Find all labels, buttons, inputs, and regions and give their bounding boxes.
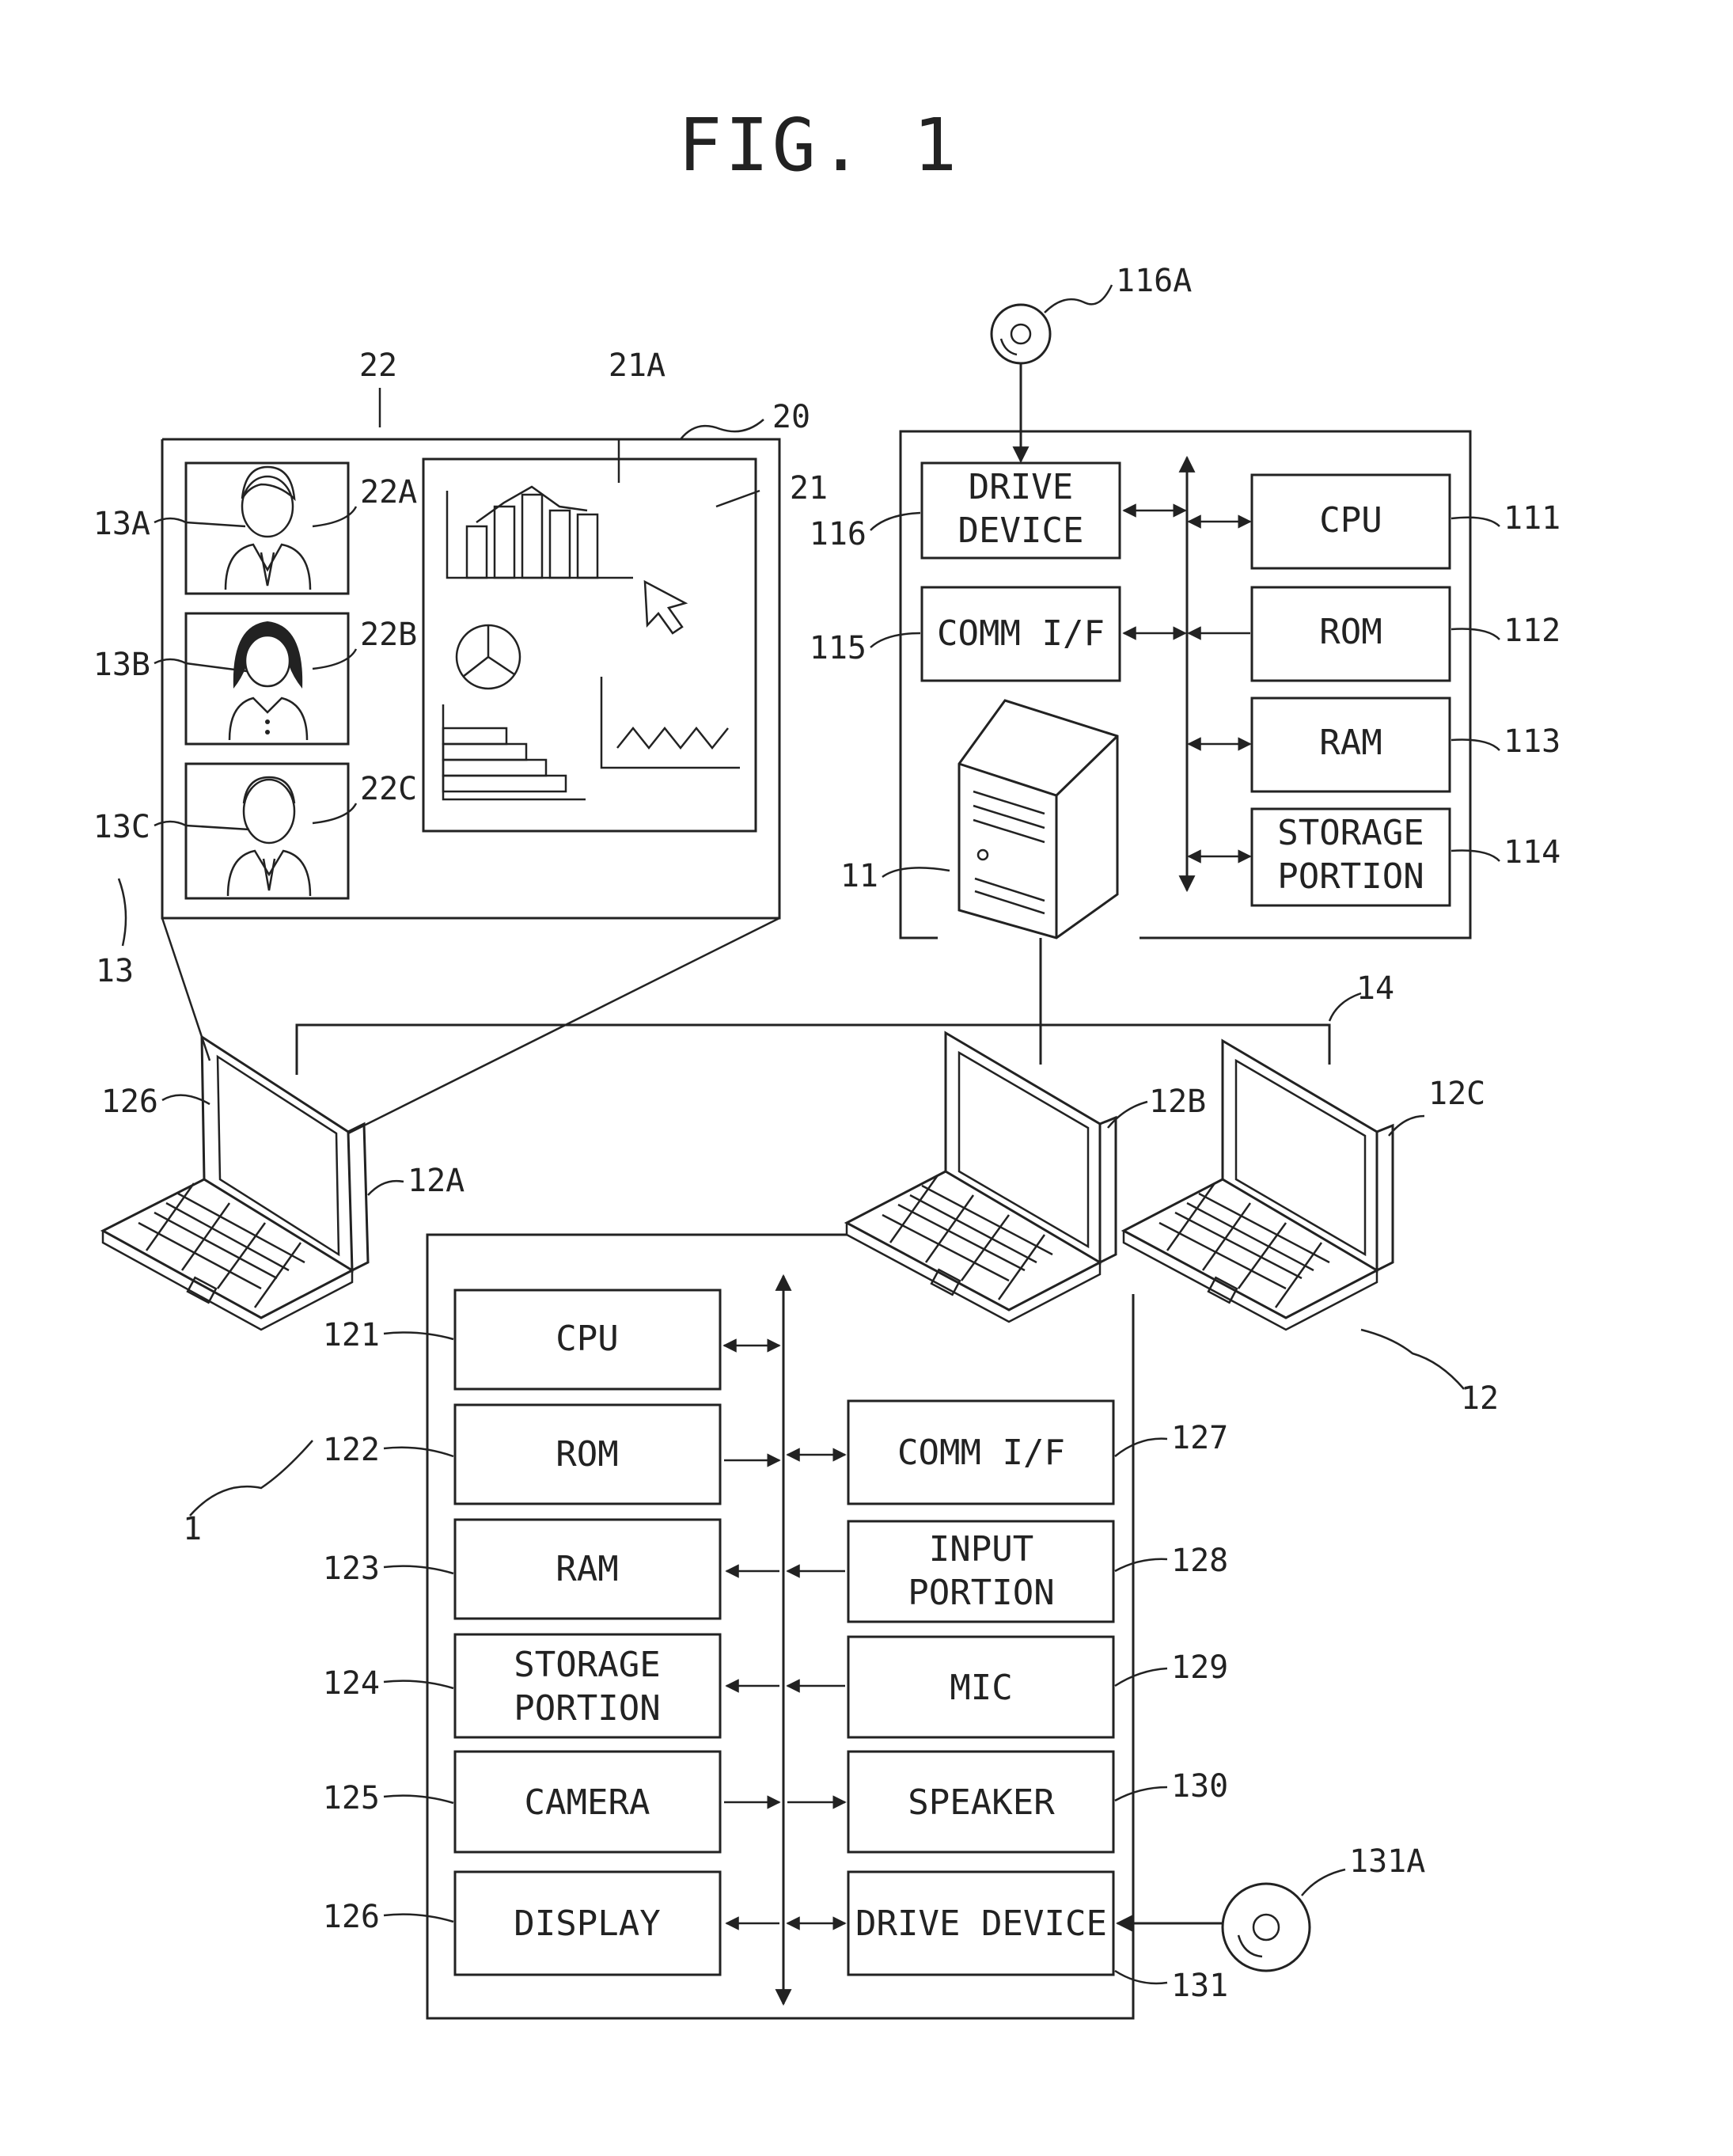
video-box-22a <box>186 463 348 594</box>
server-tower-icon <box>959 700 1117 938</box>
ref-20: 20 <box>772 399 810 435</box>
term-storage-block: STORAGE PORTION <box>455 1634 720 1737</box>
ref-126-laptop: 126 <box>101 1084 158 1120</box>
term-ram-block: RAM <box>455 1520 720 1619</box>
ref-12a: 12A <box>408 1163 465 1199</box>
ref-12c: 12C <box>1428 1076 1485 1112</box>
ref-122: 122 <box>323 1432 380 1468</box>
ref-125: 125 <box>323 1780 380 1816</box>
srv-rom-block: ROM <box>1252 587 1450 681</box>
term-rom-block: ROM <box>455 1405 720 1504</box>
svg-text:PORTION: PORTION <box>514 1688 660 1729</box>
ref-123: 123 <box>323 1551 380 1587</box>
term-cpu-block: CPU <box>455 1290 720 1389</box>
ref-13c: 13C <box>93 809 150 845</box>
figure-title: FIG. 1 <box>678 103 960 188</box>
ref-11: 11 <box>840 858 878 894</box>
ref-14: 14 <box>1356 970 1394 1007</box>
svg-text:DISPLAY: DISPLAY <box>514 1904 660 1944</box>
svg-text:COMM I/F: COMM I/F <box>937 613 1105 654</box>
ref-131: 131 <box>1171 1968 1228 2004</box>
srv-comm-block: COMM I/F <box>922 587 1120 681</box>
svg-text:MIC: MIC <box>950 1668 1012 1708</box>
ref-113: 113 <box>1504 723 1560 760</box>
ref-126: 126 <box>323 1899 380 1935</box>
srv-storage-block: STORAGE PORTION <box>1252 809 1450 905</box>
svg-text:PORTION: PORTION <box>908 1573 1054 1613</box>
srv-drive-block: DRIVE DEVICE <box>922 463 1120 558</box>
term-camera-block: CAMERA <box>455 1752 720 1852</box>
term-speaker-block: SPEAKER <box>848 1752 1113 1852</box>
term-drive-block: DRIVE DEVICE <box>848 1872 1113 1975</box>
ref-13: 13 <box>96 953 134 989</box>
ref-111: 111 <box>1504 500 1560 537</box>
svg-text:DRIVE DEVICE: DRIVE DEVICE <box>855 1904 1107 1944</box>
ref-128: 128 <box>1171 1543 1228 1579</box>
laptop-12b-icon <box>847 1033 1116 1322</box>
ref-121: 121 <box>323 1317 380 1353</box>
svg-text:SPEAKER: SPEAKER <box>908 1782 1055 1823</box>
ref-131a: 131A <box>1349 1843 1425 1880</box>
ref-127: 127 <box>1171 1420 1228 1456</box>
svg-text:CPU: CPU <box>556 1319 618 1359</box>
ref-22c: 22C <box>360 771 417 807</box>
svg-text:CPU: CPU <box>1319 500 1382 541</box>
svg-text:DRIVE: DRIVE <box>969 467 1073 507</box>
disk-131a-icon <box>1223 1884 1310 1971</box>
ref-112: 112 <box>1504 613 1560 649</box>
svg-text:DEVICE: DEVICE <box>958 511 1084 551</box>
ref-21: 21 <box>790 470 828 507</box>
ref-130: 130 <box>1171 1768 1228 1805</box>
ref-115: 115 <box>810 630 866 666</box>
term-mic-block: MIC <box>848 1637 1113 1737</box>
ref-1: 1 <box>183 1511 202 1547</box>
svg-text:COMM I/F: COMM I/F <box>897 1433 1065 1473</box>
srv-ram-block: RAM <box>1252 698 1450 791</box>
ref-124: 124 <box>323 1665 380 1702</box>
srv-cpu-block: CPU <box>1252 475 1450 568</box>
ref-13a: 13A <box>93 506 150 542</box>
network-14 <box>297 938 1329 1075</box>
svg-text:INPUT: INPUT <box>929 1529 1033 1570</box>
term-display-block: DISPLAY <box>455 1872 720 1975</box>
ref-116: 116 <box>810 516 866 552</box>
term-input-block: INPUT PORTION <box>848 1521 1113 1622</box>
ref-129: 129 <box>1171 1649 1228 1686</box>
svg-text:STORAGE: STORAGE <box>1277 813 1424 853</box>
ref-22: 22 <box>359 347 397 384</box>
ref-116a: 116A <box>1116 263 1192 299</box>
ref-21a: 21A <box>609 347 666 384</box>
ref-12: 12 <box>1461 1380 1499 1417</box>
ref-13b: 13B <box>93 647 150 683</box>
disk-116a-icon <box>992 305 1050 363</box>
svg-text:RAM: RAM <box>1319 723 1382 763</box>
screen-20 <box>162 439 779 918</box>
svg-text:ROM: ROM <box>1319 612 1382 652</box>
svg-text:STORAGE: STORAGE <box>514 1645 660 1685</box>
svg-text:PORTION: PORTION <box>1277 856 1424 897</box>
ref-22a: 22A <box>360 474 417 511</box>
laptop-12a-icon <box>103 1037 368 1330</box>
ref-22b: 22B <box>360 617 417 653</box>
svg-text:CAMERA: CAMERA <box>525 1782 650 1823</box>
ref-12b: 12B <box>1149 1084 1206 1120</box>
term-comm-block: COMM I/F <box>848 1401 1113 1504</box>
svg-text:RAM: RAM <box>556 1549 618 1589</box>
ref-114: 114 <box>1504 834 1560 871</box>
svg-text:ROM: ROM <box>556 1434 618 1475</box>
